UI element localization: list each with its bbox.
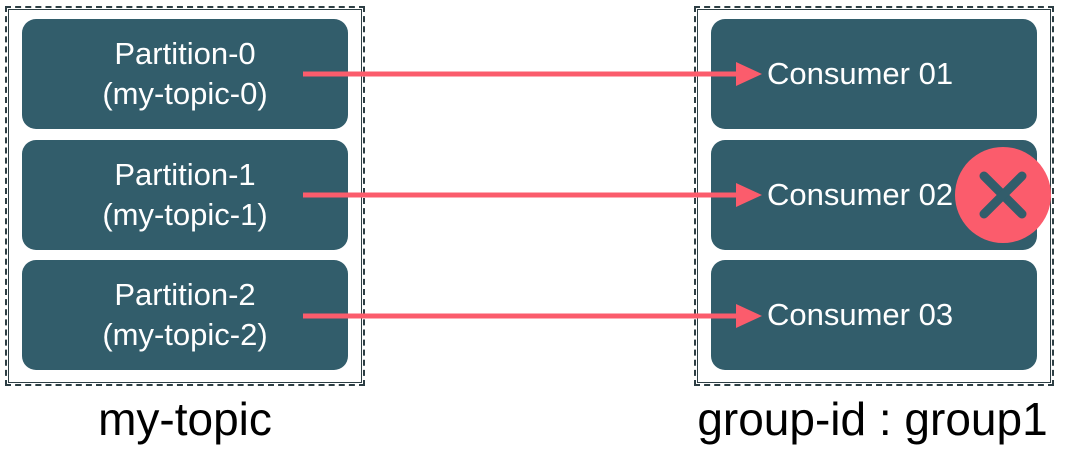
arrow-partition-0-to-consumer-01: [303, 62, 762, 86]
arrow-head: [736, 304, 762, 328]
group-caption: group-id : group1: [697, 393, 1048, 445]
partition-name: Partition-1: [114, 157, 256, 192]
arrow-partition-2-to-consumer-03: [303, 304, 762, 328]
partition-id: (my-topic-1): [102, 197, 268, 232]
consumer-label: Consumer 02: [767, 177, 954, 212]
close-icon: [955, 147, 1051, 243]
partition-name: Partition-0: [114, 36, 256, 71]
partition-id: (my-topic-0): [102, 76, 268, 111]
consumer-label: Consumer 01: [767, 56, 954, 91]
topic-caption: my-topic: [98, 393, 272, 445]
partition-name: Partition-2: [114, 277, 256, 312]
consumer-03-box: Consumer 03: [711, 260, 1037, 370]
consumer-01-box: Consumer 01: [711, 19, 1037, 129]
partition-id: (my-topic-2): [102, 317, 268, 352]
arrow-head: [736, 183, 762, 207]
consumer-label: Consumer 03: [767, 297, 954, 332]
partition-0-box: Partition-0 (my-topic-0): [22, 19, 348, 129]
arrow-partition-1-to-consumer-02: [303, 183, 762, 207]
arrow-head: [736, 62, 762, 86]
partition-1-box: Partition-1 (my-topic-1): [22, 140, 348, 250]
partition-2-box: Partition-2 (my-topic-2): [22, 260, 348, 370]
